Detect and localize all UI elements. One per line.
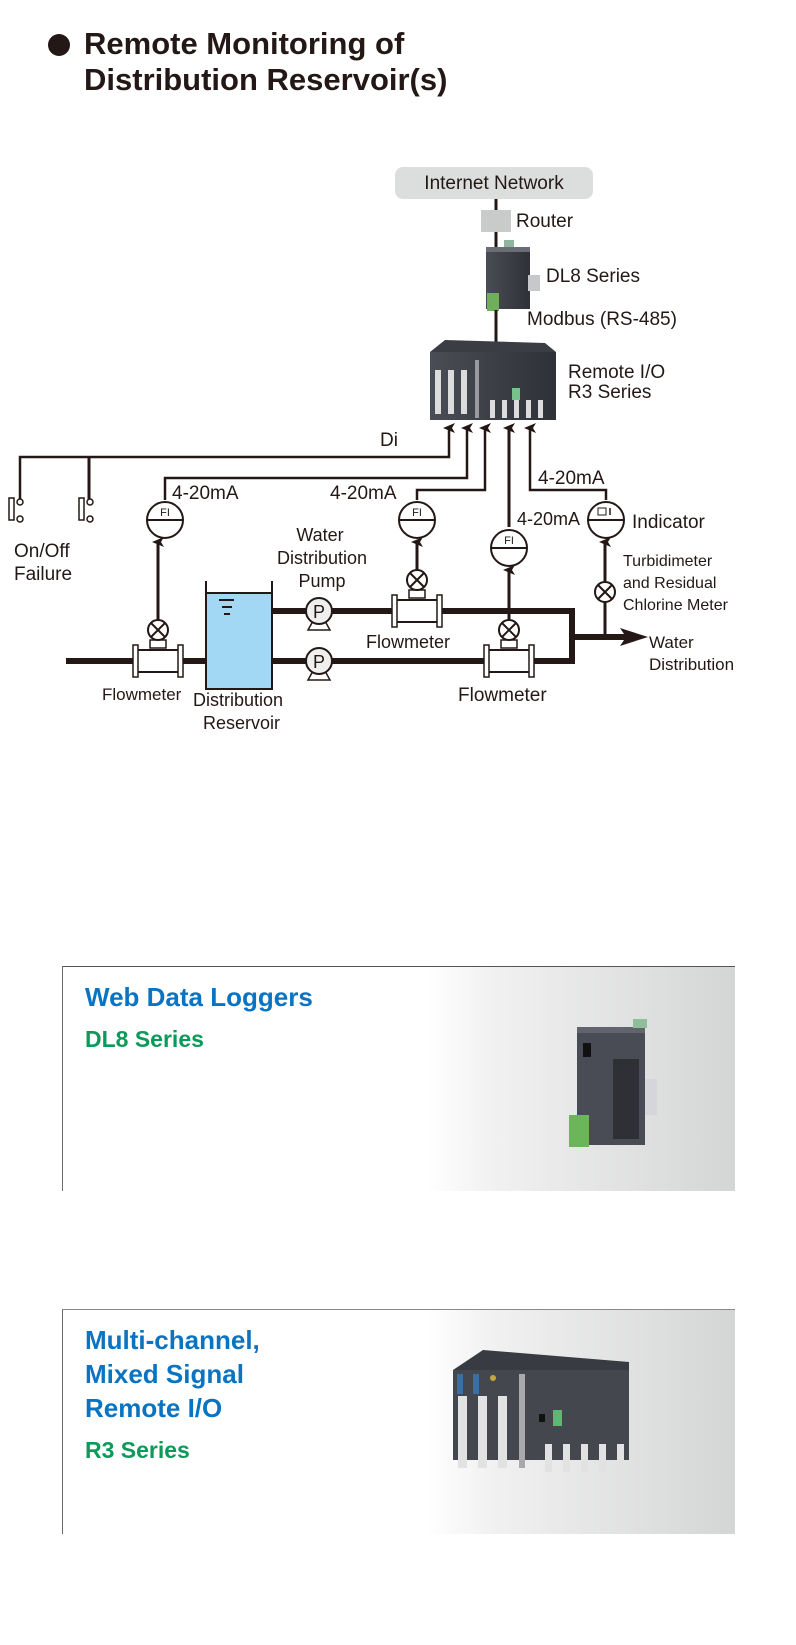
dl8-product-image [569, 1019, 657, 1147]
r3-series-label: R3 Series [568, 382, 651, 403]
indicator-icon [587, 501, 625, 539]
water-distribution-arrow [620, 628, 648, 646]
turbidimeter-label-2: and Residual [623, 575, 716, 592]
water-distribution-label-2: Distribution [649, 655, 734, 674]
remote-io-label: Remote I/O [568, 362, 665, 383]
title-line-1: Remote Monitoring of [84, 26, 405, 61]
signal-label-3: 4-20mA [517, 509, 580, 529]
signal-label-4: 4-20mA [538, 468, 605, 489]
pump-icon-1: P [305, 597, 333, 631]
router-icon [481, 210, 511, 232]
flowmeter-icon-2 [391, 569, 443, 628]
signal-label-2: 4-20mA [330, 483, 397, 504]
signal-label-1: 4-20mA [172, 483, 239, 504]
fi-indicator-2: FI [398, 501, 436, 539]
title-line-2: Distribution Reservoir(s) [84, 62, 448, 97]
bullet-icon [48, 34, 70, 56]
turbidimeter-label: Turbidimeter [623, 553, 713, 570]
pump-label-2: Distribution [277, 548, 367, 568]
product-card-r3[interactable]: Multi-channel, Mixed Signal Remote I/O R… [62, 1309, 735, 1534]
turbidimeter-valve-icon [594, 581, 616, 603]
onoff-label: On/Off [14, 541, 70, 562]
dl8-label: DL8 Series [546, 266, 640, 287]
reservoir-label-2: Reservoir [203, 713, 280, 733]
fi-text-1: FI [160, 507, 170, 519]
di-label: Di [380, 430, 398, 451]
system-diagram: Internet Network Router DL8 Series Modbu… [8, 167, 734, 733]
turbidimeter-label-3: Chlorine Meter [623, 597, 729, 614]
router-label: Router [516, 211, 574, 232]
fi-text-2: FI [412, 507, 422, 519]
fi-text-3: FI [504, 535, 514, 547]
product-card-dl8[interactable]: Web Data Loggers DL8 Series [62, 966, 735, 1191]
failure-label: Failure [14, 564, 72, 585]
reservoir-label: Distribution [193, 690, 283, 710]
internet-label: Internet Network [424, 173, 564, 194]
dl8-device-icon [486, 240, 540, 311]
flowmeter-icon-1 [132, 619, 184, 678]
distribution-reservoir-tank [205, 581, 273, 690]
card-title-line-1: Multi-channel, [85, 1325, 260, 1355]
fi-indicator-1: FI [146, 501, 184, 539]
card-series: R3 Series [85, 1437, 190, 1463]
pump-icon-2: P [305, 647, 333, 681]
pump-symbol-2: P [313, 652, 325, 672]
pump-label-3: Pump [298, 571, 345, 591]
card-series: DL8 Series [85, 1026, 204, 1052]
flowmeter-label-3: Flowmeter [458, 685, 547, 706]
pump-label: Water [296, 525, 343, 545]
failure-contact-icon [78, 497, 94, 523]
flowmeter-label-1: Flowmeter [102, 685, 182, 704]
water-distribution-label: Water [649, 633, 694, 652]
card-title: Web Data Loggers [85, 982, 313, 1012]
r3-product-image [453, 1350, 629, 1472]
page-title: Remote Monitoring of Distribution Reserv… [48, 26, 447, 98]
indicator-label: Indicator [632, 512, 706, 533]
card-title-line-2: Mixed Signal [85, 1359, 244, 1389]
fi-indicator-3: FI [490, 529, 528, 567]
modbus-label: Modbus (RS-485) [527, 309, 677, 330]
onoff-contact-icon [8, 497, 24, 523]
r3-device-icon [430, 340, 556, 420]
flowmeter-icon-3 [483, 619, 535, 678]
flowmeter-label-2: Flowmeter [366, 632, 450, 652]
di-signal-line [18, 423, 455, 500]
card-title-line-3: Remote I/O [85, 1393, 223, 1423]
pump-symbol-1: P [313, 602, 325, 622]
internet-network-box: Internet Network [395, 167, 593, 199]
